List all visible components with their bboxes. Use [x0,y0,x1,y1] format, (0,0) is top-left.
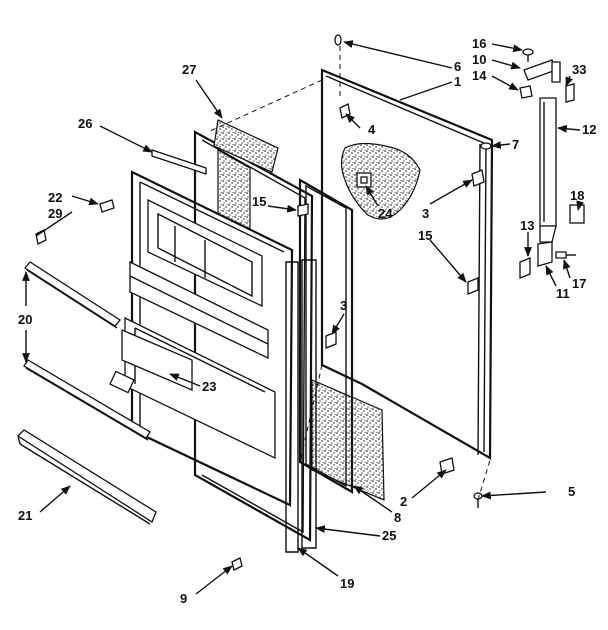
bracket-3-lower [325,331,337,349]
callout-3-lower: 3 [340,298,347,313]
screw-22 [99,199,115,213]
outer-door-panel [311,68,494,501]
screw-top-6 [334,34,342,46]
screw-9 [231,557,243,571]
foam-strip-27 [213,119,279,173]
door-liner [109,170,294,507]
callout-2: 2 [400,494,407,509]
screw-5 [473,492,483,500]
callout-20: 20 [18,312,32,327]
callout-27: 27 [182,62,196,77]
callout-13: 13 [520,218,534,233]
callout-7: 7 [512,137,519,152]
callout-1: 1 [454,74,461,89]
callout-11: 11 [556,286,570,301]
callout-17: 17 [572,276,586,291]
door-gasket [298,178,354,494]
callout-9: 9 [180,591,187,606]
shim-14 [519,85,533,99]
cam-2 [439,457,455,475]
callout-12: 12 [582,122,596,137]
callout-labels: 6 1 4 7 16 10 14 33 12 18 13 17 11 3 15 … [18,36,596,606]
callout-6: 6 [454,59,461,74]
handle-12 [539,97,557,227]
callout-8: 8 [394,510,401,525]
callout-4: 4 [368,122,376,137]
callout-15-left: 15 [252,194,266,209]
hinge-13 [519,257,531,279]
trim-strip-26 [151,149,207,175]
callout-14: 14 [472,68,487,83]
alignment-lines [207,46,491,501]
stop-15-right [467,277,479,295]
handle-assembly [519,48,585,279]
screw-17 [555,251,567,259]
callout-16: 16 [472,36,486,51]
callout-24: 24 [378,206,393,221]
shelf-front-21 [16,429,157,525]
callout-29: 29 [48,206,62,221]
callout-15-right: 15 [418,228,432,243]
callout-25: 25 [382,528,396,543]
hinge-33 [565,83,575,103]
callout-5: 5 [568,484,575,499]
screw-16 [522,48,534,56]
hinge-pin-10 [523,59,557,81]
callout-18: 18 [570,188,584,203]
bracket-11 [537,241,553,267]
bracket-3-upper [471,169,485,187]
door-insulation-cutaway [340,142,421,220]
shelf-bars-20 [23,261,151,441]
callout-33: 33 [572,62,586,77]
small-hardware [35,34,492,571]
hinge-7 [480,142,492,150]
lower-insulation [311,379,385,501]
callout-3-upper: 3 [422,206,429,221]
callout-21: 21 [18,508,32,523]
callout-19: 19 [340,576,354,591]
leader-lines [22,40,584,595]
callout-23: 23 [202,379,216,394]
inner-door-frame [193,119,314,542]
callout-26: 26 [78,116,92,131]
callout-22: 22 [48,190,62,205]
stop-15-left [297,203,309,217]
cap-18 [569,204,585,224]
callout-10: 10 [472,52,486,67]
